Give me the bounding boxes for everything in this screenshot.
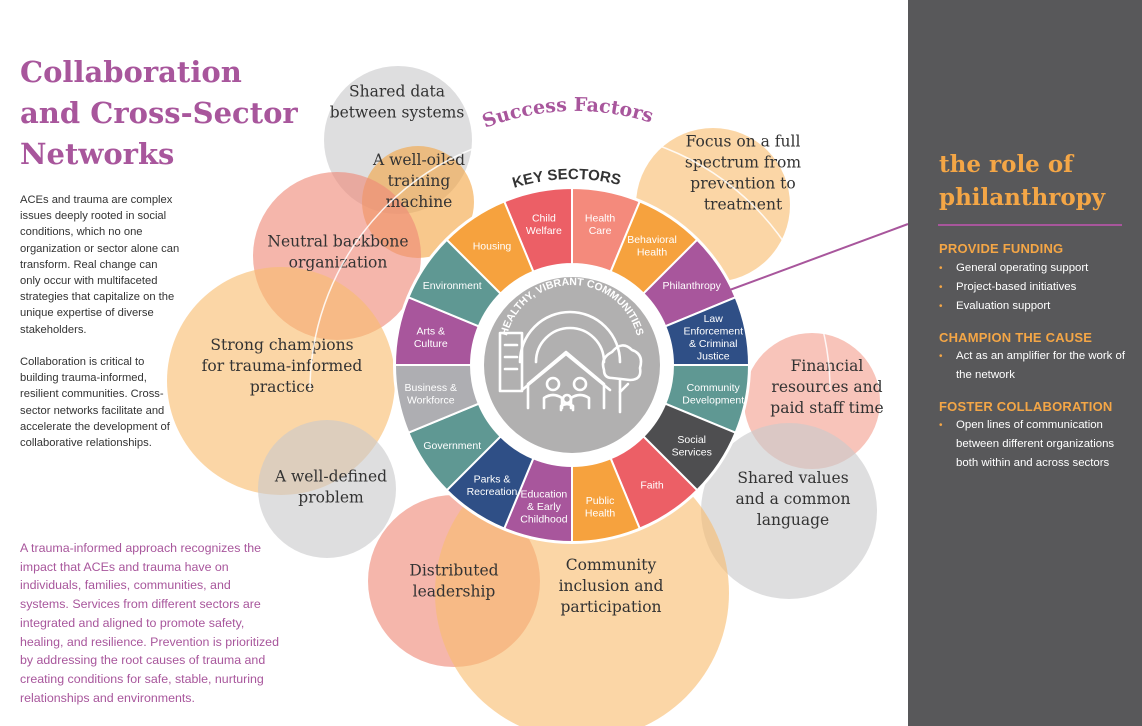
list-item: General operating support [939, 259, 1139, 278]
center-circle [484, 277, 660, 453]
sidebar-title: the role of philanthropy [939, 151, 1106, 211]
community-icon [498, 310, 643, 414]
intro-paragraph-1: ACEs and trauma are complex issues deepl… [20, 194, 180, 336]
sector-label: Environment [423, 280, 482, 292]
list-item: Open lines of communication between diff… [939, 416, 1139, 473]
list-item: Act as an amplifier for the work of the … [939, 347, 1139, 385]
collaboration-list: Open lines of communication between diff… [939, 416, 1139, 473]
sector-label: Faith [640, 480, 664, 492]
success-factor-bubble [701, 423, 877, 599]
trauma-informed-paragraph: A trauma-informed approach recognizes th… [20, 541, 279, 705]
list-item: Project-based initiatives [939, 278, 1139, 297]
sector-label: Parks &Recreation [467, 473, 518, 498]
champion-list: Act as an amplifier for the work of the … [939, 347, 1139, 385]
sector-label: Government [423, 440, 481, 452]
philanthropy-sidebar: the role of philanthropy PROVIDE FUNDING… [908, 0, 1142, 726]
page-title: Collaboration and Cross-Sector Networks [20, 55, 298, 171]
philanthropy-connector-line [707, 223, 908, 299]
sector-label: Housing [473, 240, 512, 252]
section-heading-champion: CHAMPION THE CAUSE [939, 330, 1093, 345]
success-factors-label: Success Factors [479, 94, 655, 133]
intro-paragraph-2: Collaboration is critical to building tr… [20, 356, 170, 450]
success-factor-bubble [258, 420, 396, 558]
sidebar-divider [938, 224, 1122, 226]
left-text-column: Collaboration and Cross-Sector Networks … [0, 0, 298, 726]
sector-label: Business &Workforce [405, 382, 458, 407]
list-item: Evaluation support [939, 297, 1139, 316]
sector-label: Arts &Culture [414, 326, 448, 351]
success-factors-arc [309, 129, 831, 391]
sector-segment [445, 200, 535, 295]
sector-label: Philanthropy [663, 280, 722, 292]
section-heading-collaboration: FOSTER COLLABORATION [939, 399, 1113, 414]
funding-list: General operating support Project-based … [939, 259, 1139, 316]
section-heading-funding: PROVIDE FUNDING [939, 241, 1064, 256]
